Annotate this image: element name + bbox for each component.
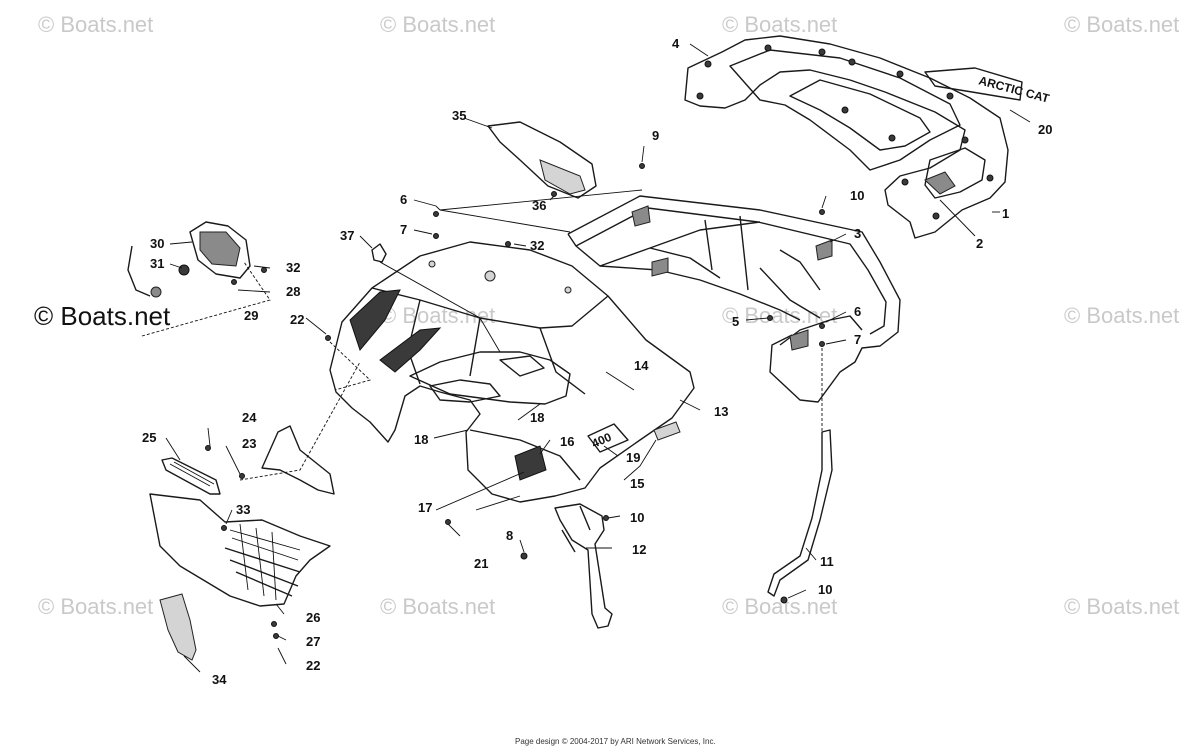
callout-18: 18 <box>530 410 544 425</box>
brand-decal-text: ARCTIC CAT <box>977 73 1051 105</box>
callout-16: 16 <box>560 434 574 449</box>
rear-rack-cover[interactable] <box>684 35 1009 239</box>
callout-29: 29 <box>244 308 258 323</box>
callout-36: 36 <box>532 198 546 213</box>
reflector[interactable] <box>653 421 681 441</box>
support-bar[interactable] <box>767 429 833 597</box>
callout-35: 35 <box>452 108 466 123</box>
watermark: © Boats.net <box>1064 594 1179 619</box>
callout-10c: 10 <box>818 582 832 597</box>
rack-bolt-holes <box>696 44 994 220</box>
watermark-row-top: © Boats.net © Boats.net © Boats.net © Bo… <box>38 12 1179 37</box>
rack-decal[interactable] <box>924 171 956 195</box>
watermark: © Boats.net <box>380 12 495 37</box>
callout-37: 37 <box>340 228 354 243</box>
callout-31: 31 <box>150 256 164 271</box>
tail-light-assembly[interactable] <box>127 221 251 298</box>
watermark: © Boats.net <box>38 12 153 37</box>
callout-21: 21 <box>474 556 488 571</box>
watermark-prominent: © Boats.net <box>34 301 171 331</box>
watermark: © Boats.net <box>1064 12 1179 37</box>
callout-24: 24 <box>242 410 257 425</box>
watermark: © Boats.net <box>722 12 837 37</box>
hitch-bracket[interactable] <box>554 503 613 629</box>
callout-25: 25 <box>142 430 156 445</box>
callout-22b: 22 <box>306 658 320 673</box>
watermark: © Boats.net <box>380 303 495 328</box>
callout-6: 6 <box>400 192 407 207</box>
floorboard[interactable] <box>149 425 335 607</box>
callout-7: 7 <box>400 222 407 237</box>
callout-22: 22 <box>290 312 304 327</box>
callout-13: 13 <box>714 404 728 419</box>
callout-9: 9 <box>652 128 659 143</box>
callout-1: 1 <box>1002 206 1009 221</box>
warning-decal[interactable] <box>514 445 547 481</box>
callout-14: 14 <box>634 358 649 373</box>
callout-18b: 18 <box>414 432 428 447</box>
callout-3: 3 <box>854 226 861 241</box>
callout-17: 17 <box>418 500 432 515</box>
callout-4: 4 <box>672 36 680 51</box>
callout-8: 8 <box>506 528 513 543</box>
model-decal[interactable]: 400 <box>587 423 629 453</box>
callout-6b: 6 <box>854 304 861 319</box>
callout-27: 27 <box>306 634 320 649</box>
callout-10: 10 <box>850 188 864 203</box>
watermark: © Boats.net <box>722 594 837 619</box>
callout-34: 34 <box>212 672 227 687</box>
callout-7b: 7 <box>854 332 861 347</box>
callout-15: 15 <box>630 476 644 491</box>
watermark-row-middle: © Boats.net © Boats.net © Boats.net <box>380 303 1179 328</box>
callout-32: 32 <box>286 260 300 275</box>
callout-26: 26 <box>306 610 320 625</box>
callout-labels: 1 2 3 4 5 6 6 7 7 8 9 10 10 10 11 12 13 … <box>142 36 1052 687</box>
callout-28: 28 <box>286 284 300 299</box>
rack-frame[interactable] <box>567 195 901 403</box>
callout-30: 30 <box>150 236 164 251</box>
leader-lines <box>141 43 1031 673</box>
callout-19: 19 <box>626 450 640 465</box>
step-bracket[interactable] <box>161 457 221 495</box>
watermark-row-bottom: © Boats.net © Boats.net © Boats.net © Bo… <box>38 594 1179 619</box>
watermark: © Boats.net <box>380 594 495 619</box>
callout-20: 20 <box>1038 122 1052 137</box>
callout-10b: 10 <box>630 510 644 525</box>
callout-12: 12 <box>632 542 646 557</box>
callout-11: 11 <box>820 554 834 569</box>
callout-33: 33 <box>236 502 250 517</box>
callout-32b: 32 <box>530 238 544 253</box>
hardware <box>205 60 825 639</box>
mud-flap[interactable] <box>159 593 197 661</box>
rear-cover-panel[interactable] <box>487 121 597 199</box>
page-footer: Page design © 2004-2017 by ARI Network S… <box>515 737 716 746</box>
callout-2: 2 <box>976 236 983 251</box>
clip[interactable] <box>371 243 387 263</box>
watermark: © Boats.net <box>38 594 153 619</box>
watermark: © Boats.net <box>1064 303 1179 328</box>
callout-23: 23 <box>242 436 256 451</box>
callout-5: 5 <box>732 314 739 329</box>
